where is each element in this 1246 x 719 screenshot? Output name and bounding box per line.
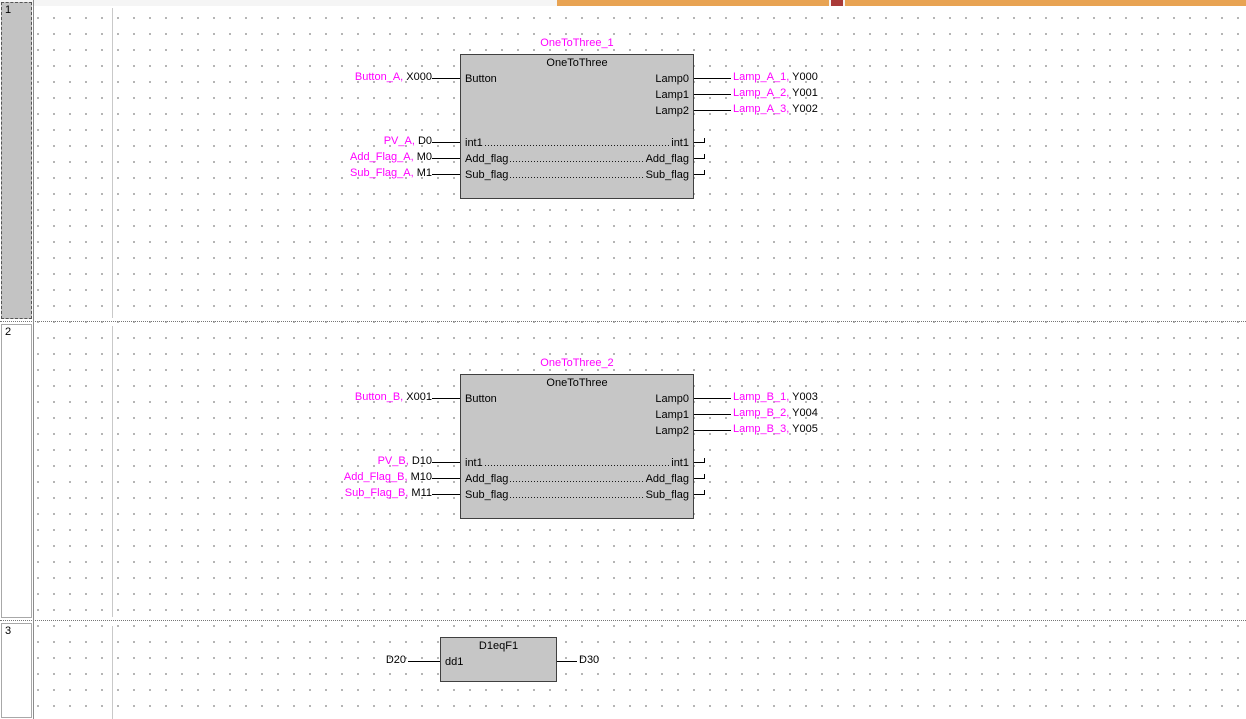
fb-title: OneToThree: [546, 57, 608, 69]
input-operand[interactable]: PV_B, D10: [377, 455, 432, 467]
input-operand[interactable]: D20: [385, 654, 406, 666]
wire[interactable]: [694, 430, 731, 431]
function-block-onetothree-1[interactable]: OneToThree Button Lamp0 Lamp1 Lamp2 int1…: [460, 54, 694, 199]
output-operand[interactable]: Lamp_B_1, Y003: [733, 391, 818, 403]
open-pin-stub[interactable]: [694, 170, 705, 175]
input-operand[interactable]: Add_Flag_B, M10: [343, 471, 432, 483]
output-operand[interactable]: Lamp_B_2, Y004: [733, 407, 818, 419]
wire[interactable]: [432, 174, 460, 175]
dotted-leader: [484, 464, 670, 466]
rung-number: 3: [5, 625, 12, 637]
dotted-leader: [510, 160, 644, 162]
tab-highlight: [845, 0, 1246, 6]
tab-highlight: [557, 0, 829, 6]
fb-pin-right: Add_flag: [645, 153, 689, 165]
rung-header-2[interactable]: 2: [1, 324, 32, 618]
open-pin-stub[interactable]: [694, 458, 705, 463]
fb-pin-left: Sub_flag: [465, 489, 509, 501]
network-rail: [112, 626, 113, 719]
fb-instance-name[interactable]: OneToThree_2: [540, 357, 614, 369]
fb-pin-left: int1: [465, 457, 483, 469]
output-operand[interactable]: Lamp_A_2, Y001: [733, 87, 818, 99]
toolbar-red-icon: [831, 0, 843, 6]
wire[interactable]: [432, 494, 460, 495]
fb-title: D1eqF1: [478, 640, 519, 652]
input-operand[interactable]: Button_A, X000: [354, 71, 432, 83]
fb-blank-row: [461, 119, 693, 135]
fb-pin-right: Lamp0: [655, 73, 689, 85]
fb-pin-right: Sub_flag: [645, 489, 689, 501]
output-operand[interactable]: Lamp_B_3, Y005: [733, 423, 818, 435]
fb-pin-right: Lamp1: [655, 89, 689, 101]
wire[interactable]: [432, 142, 460, 143]
fb-pin-left: Button: [465, 393, 497, 405]
open-pin-stub[interactable]: [694, 138, 705, 143]
fb-pin-left: Add_flag: [465, 153, 509, 165]
input-operand[interactable]: Button_B, X001: [354, 391, 432, 403]
fb-pin-left: Add_flag: [465, 473, 509, 485]
dotted-leader: [484, 144, 670, 146]
wire[interactable]: [694, 94, 731, 95]
open-pin-stub[interactable]: [694, 490, 705, 495]
open-pin-stub[interactable]: [694, 474, 705, 479]
fb-pin-right: int1: [671, 137, 689, 149]
wire[interactable]: [694, 398, 731, 399]
wire[interactable]: [432, 398, 460, 399]
fb-pin-right: Lamp0: [655, 393, 689, 405]
rung-number: 1: [5, 4, 12, 16]
dotted-leader: [510, 176, 644, 178]
network-rail: [112, 326, 113, 617]
output-operand[interactable]: Lamp_A_1, Y000: [733, 71, 818, 83]
fb-pin-left: int1: [465, 137, 483, 149]
fb-pin-left: Sub_flag: [465, 169, 509, 181]
margin-divider: [33, 0, 34, 719]
fb-pin-right: Lamp1: [655, 409, 689, 421]
input-operand[interactable]: Sub_Flag_A, M1: [350, 167, 432, 179]
wire[interactable]: [432, 478, 460, 479]
rung-header-1[interactable]: 1: [1, 2, 32, 319]
fb-instance-name[interactable]: OneToThree_1: [540, 37, 614, 49]
fb-pin-right: Lamp2: [655, 425, 689, 437]
wire[interactable]: [694, 414, 731, 415]
toolbar-strip: [0, 0, 1246, 6]
output-operand[interactable]: D30: [579, 654, 600, 666]
dotted-leader: [510, 496, 644, 498]
network-rail: [112, 8, 113, 318]
function-block-onetothree-2[interactable]: OneToThree Button Lamp0 Lamp1 Lamp2 int1…: [460, 374, 694, 519]
wire[interactable]: [694, 110, 731, 111]
fb-blank-row: [461, 439, 693, 455]
wire[interactable]: [408, 661, 440, 662]
network-separator: [0, 321, 1246, 322]
wire[interactable]: [432, 158, 460, 159]
wire[interactable]: [694, 78, 731, 79]
fb-pin-left: dd1: [445, 656, 464, 668]
rung-header-3[interactable]: 3: [1, 623, 32, 718]
fb-title: OneToThree: [546, 377, 608, 389]
open-pin-stub[interactable]: [694, 154, 705, 159]
fb-pin-right: Lamp2: [655, 105, 689, 117]
input-operand[interactable]: PV_A, D0: [383, 135, 432, 147]
input-operand[interactable]: Add_Flag_A, M0: [350, 151, 432, 163]
rung-number: 2: [5, 326, 12, 338]
fb-pin-left: Button: [465, 73, 497, 85]
fb-pin-right: Add_flag: [645, 473, 689, 485]
network-separator: [0, 620, 1246, 621]
wire[interactable]: [432, 462, 460, 463]
dotted-leader: [510, 480, 644, 482]
fb-pin-right: int1: [671, 457, 689, 469]
wire[interactable]: [557, 661, 577, 662]
wire[interactable]: [432, 78, 460, 79]
function-block-d1eqf1[interactable]: D1eqF1 dd1: [440, 637, 557, 682]
fb-pin-right: Sub_flag: [645, 169, 689, 181]
output-operand[interactable]: Lamp_A_3, Y002: [733, 103, 818, 115]
input-operand[interactable]: Sub_Flag_B, M11: [344, 487, 432, 499]
